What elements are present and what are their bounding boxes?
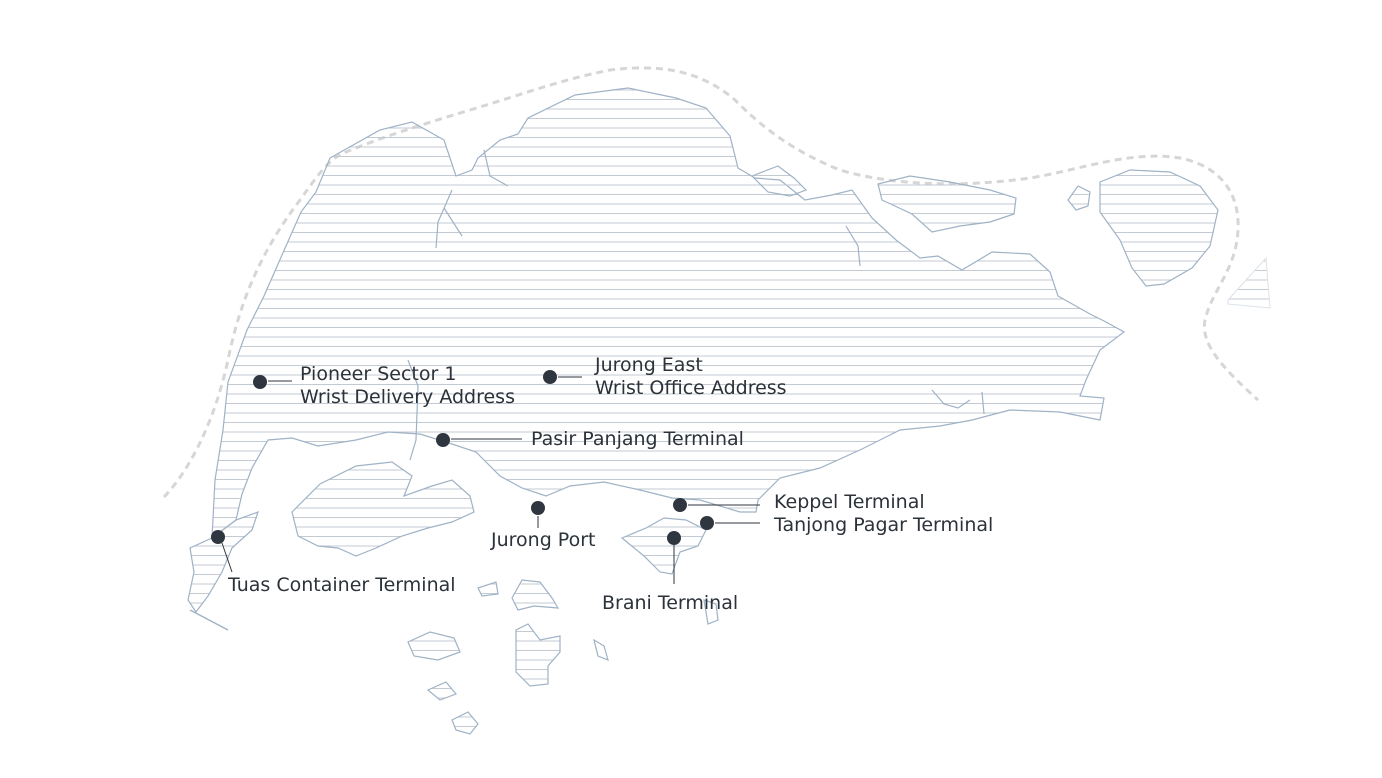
southern-island-3 xyxy=(407,631,461,661)
brani-label-line-1: Brani Terminal xyxy=(602,592,739,614)
tuas-marker[interactable] xyxy=(211,530,225,544)
pasir-panjang-label: Pasir Panjang Terminal xyxy=(531,428,744,451)
pulau-tekong xyxy=(1099,169,1219,287)
jurong-east-label-line-1: Jurong East xyxy=(595,354,703,376)
pioneer-label: Pioneer Sector 1 Wrist Delivery Address xyxy=(300,363,515,409)
territorial-boundary xyxy=(162,66,1260,499)
jurong-port-label-line-1: Jurong Port xyxy=(491,529,596,551)
malaysia-edge xyxy=(1227,256,1271,309)
tanjong-pagar-marker[interactable] xyxy=(700,516,714,530)
keppel-marker[interactable] xyxy=(673,498,687,512)
jurong-port-marker[interactable] xyxy=(531,501,545,515)
pioneer-label-line-1: Pioneer Sector 1 xyxy=(300,363,457,385)
brani-label: Brani Terminal xyxy=(602,592,738,615)
southern-island-1 xyxy=(511,579,560,611)
small-island-ne xyxy=(1067,185,1091,211)
jurong-port-label: Jurong Port xyxy=(491,529,595,552)
pioneer-marker[interactable] xyxy=(253,375,267,389)
coney-island xyxy=(750,165,808,197)
keppel-label-line-1: Keppel Terminal xyxy=(774,491,925,513)
southern-island-5 xyxy=(451,711,479,735)
keppel-label: Keppel Terminal xyxy=(774,491,925,514)
southern-island-8 xyxy=(703,599,719,625)
southern-island-6 xyxy=(477,581,499,597)
tanjong-pagar-label: Tanjong Pagar Terminal xyxy=(774,514,993,537)
jurong-east-label-line-2: Wrist Office Address xyxy=(595,377,787,399)
sentosa-island xyxy=(620,517,707,575)
pasir-panjang-label-line-1: Pasir Panjang Terminal xyxy=(531,428,744,450)
southern-island-7 xyxy=(593,638,609,662)
jurong-island xyxy=(291,461,475,557)
brani-marker[interactable] xyxy=(667,531,681,545)
tuas-leader xyxy=(221,542,233,573)
southern-island-2 xyxy=(515,623,561,687)
southern-island-4 xyxy=(426,681,458,701)
pasir-panjang-marker[interactable] xyxy=(436,433,450,447)
main-island xyxy=(211,87,1126,540)
jurong-east-label: Jurong East Wrist Office Address xyxy=(595,354,787,400)
pioneer-label-line-2: Wrist Delivery Address xyxy=(300,386,515,408)
tuas-peninsula xyxy=(187,511,259,614)
tuas-label: Tuas Container Terminal xyxy=(228,574,456,597)
pulau-ubin xyxy=(877,175,1017,233)
tanjong-pagar-label-line-1: Tanjong Pagar Terminal xyxy=(774,514,994,536)
tuas-label-line-1: Tuas Container Terminal xyxy=(228,574,456,596)
jurong-east-marker[interactable] xyxy=(543,370,557,384)
